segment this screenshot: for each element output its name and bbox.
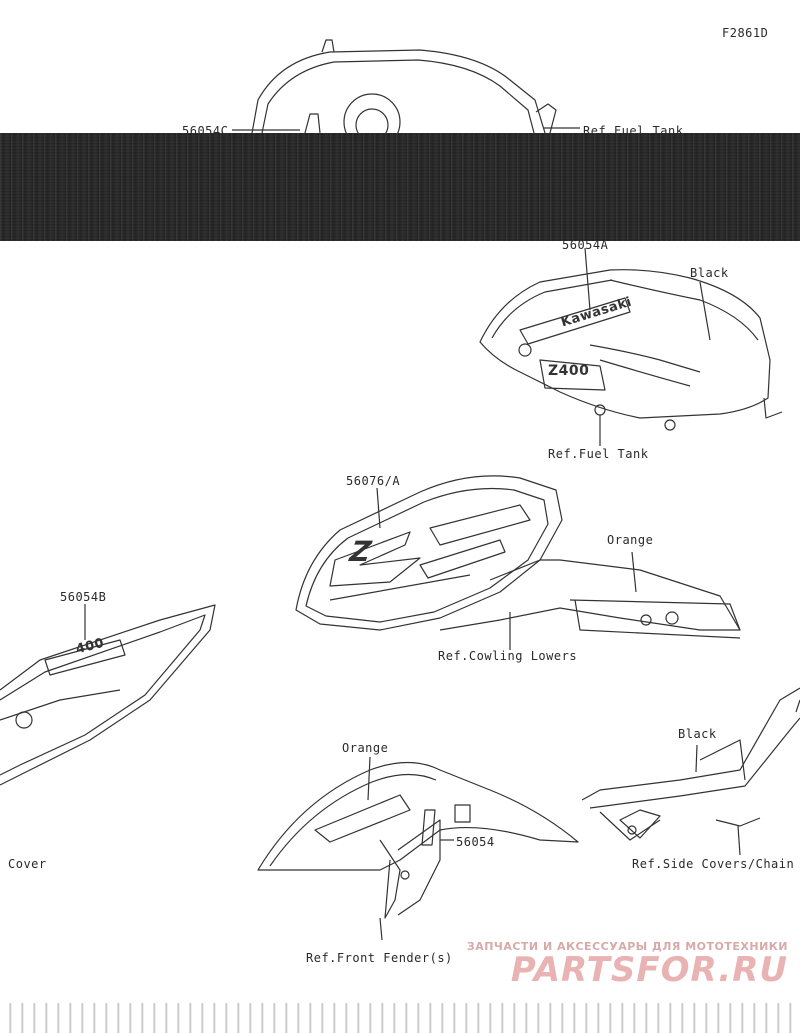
orange-cowl-label: Orange	[607, 533, 654, 547]
watermark-logo: PARTSFOR.RU	[510, 950, 788, 990]
fuel-tank-drawing	[479, 247, 783, 446]
part-56076a-label: 56076/A	[346, 474, 401, 488]
ref-fuel-tank-label: Ref.Fuel Tank	[548, 447, 649, 461]
part-56054-label: 56054	[456, 835, 495, 849]
side-cover-drawing	[581, 687, 800, 856]
watermark-tagline: ЗАПЧАСТИ И АКСЕССУАРЫ ДЛЯ МОТОТЕХНИКИ	[466, 940, 788, 953]
ref-side-covers-label: Ref.Side Covers/Chain	[632, 857, 795, 871]
front-fender-drawing	[257, 756, 579, 941]
black-tank-label: Black	[690, 266, 729, 280]
ref-front-fender-label: Ref.Front Fender(s)	[306, 951, 453, 965]
part-56054b-label: 56054B	[60, 590, 107, 604]
tank-model-decal: Z400	[548, 363, 590, 379]
ref-fuel-tank-top-label: Ref.Fuel Tank	[583, 124, 684, 138]
black-side-label: Black	[678, 727, 717, 741]
watermark: ЗАПЧАСТИ И АКСЕССУАРЫ ДЛЯ МОТОТЕХНИКИ PA…	[467, 940, 788, 987]
scan-noise-bottom	[0, 1003, 800, 1033]
scan-noise-overlay	[0, 133, 800, 241]
part-56054c-label: 56054C	[182, 124, 229, 138]
part-56054a-label: 56054A	[562, 238, 609, 252]
cowling-drawing	[295, 475, 741, 650]
orange-fender-label: Orange	[342, 741, 389, 755]
scan-noise-band	[0, 133, 800, 241]
figure-id: F2861D	[722, 26, 769, 40]
cover-label: Cover	[8, 857, 47, 871]
ref-cowling-lowers-label: Ref.Cowling Lowers	[438, 649, 578, 663]
shroud-drawing	[0, 604, 216, 786]
